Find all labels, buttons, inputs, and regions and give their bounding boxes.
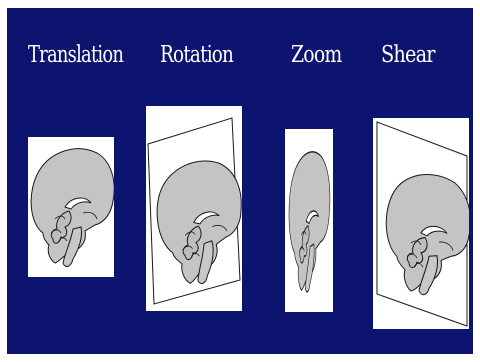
label-shear: Shear: [381, 44, 435, 67]
zoom-brain-image: [285, 129, 333, 312]
translation-brain-image: [28, 137, 114, 277]
shear-brain-image: [373, 118, 469, 329]
rotation-panel: [146, 106, 242, 311]
label-rotation: Rotation: [160, 44, 233, 67]
label-zoom: Zoom: [291, 44, 341, 67]
shear-panel: [373, 118, 469, 329]
rotation-brain-image: [146, 106, 242, 311]
zoom-panel: [285, 129, 333, 312]
translation-panel: [28, 137, 114, 277]
label-translation: Translation: [28, 44, 123, 67]
